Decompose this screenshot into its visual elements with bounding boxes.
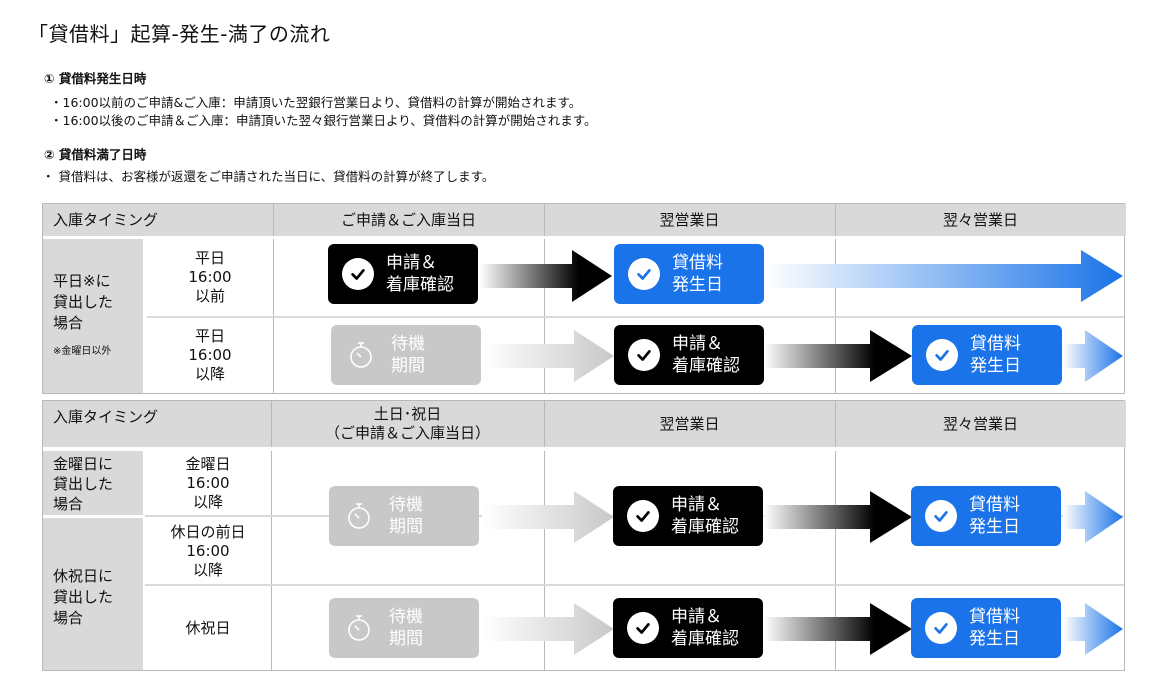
header2-timing: 入庫タイミング — [43, 401, 271, 447]
check-icon — [628, 258, 660, 290]
weekday-group-label: 平日※に 貸出した 場合 — [53, 272, 114, 332]
arrow-to-next-day — [480, 250, 612, 302]
header2-day1: 翌営業日 — [544, 401, 835, 447]
wait-period-box: 待機 期間 — [329, 486, 479, 546]
holiday-group-cell: 休祝日に 貸出した 場合 — [43, 518, 143, 670]
arrow-fee-continue — [1063, 330, 1123, 382]
check-icon — [925, 612, 957, 644]
friday-group-cell: 金曜日に 貸出した 場合 — [43, 451, 143, 515]
header-day2: 翌々営業日 — [835, 204, 1126, 236]
page-title: 「貸借料」起算-発生-満了の流れ — [28, 22, 331, 46]
row-weekday-after-1600: 平日 16:00 以降 — [188, 327, 232, 383]
apply-confirm-box: 申請＆ 着庫確認 — [614, 325, 764, 385]
row-friday-after-1600: 金曜日 16:00 以降 — [185, 454, 231, 511]
check-icon — [627, 612, 659, 644]
arrow-wait-to-apply — [482, 330, 614, 382]
weekday-table: 入庫タイミング ご申請＆ご入庫当日 翌営業日 翌々営業日 平日※に 貸出した 場… — [42, 203, 1126, 394]
section2-heading: ② 貸借料満了日時 — [44, 147, 147, 162]
row-eve-after-1600: 休日の前日 16:00 以降 — [170, 522, 246, 579]
weekday-group-cell: 平日※に 貸出した 場合 ※金曜日以外 — [43, 239, 143, 393]
check-icon — [627, 500, 659, 532]
row-holiday: 休祝日 — [185, 618, 231, 637]
arrow-fee-accrual — [765, 250, 1123, 302]
arrow-wait-to-apply — [482, 603, 614, 655]
header2-day2: 翌々営業日 — [835, 401, 1126, 447]
header-timing: 入庫タイミング — [43, 204, 273, 236]
arrow-fee-continue — [1063, 491, 1123, 543]
fee-start-box: 貸借料 発生日 — [911, 598, 1061, 658]
header-day0: ご申請＆ご入庫当日 — [273, 204, 544, 236]
check-icon — [628, 339, 660, 371]
section1-line-1: ・16:00以前のご申請&ご入庫：申請頂いた翌銀行営業日より、貸借料の計算が開始… — [50, 95, 582, 110]
timer-icon — [348, 503, 370, 529]
fee-start-box: 貸借料 発生日 — [912, 325, 1062, 385]
check-icon — [925, 500, 957, 532]
arrow-apply-to-fee — [764, 491, 912, 543]
check-icon — [342, 258, 374, 290]
fee-start-box: 貸借料 発生日 — [911, 486, 1061, 546]
arrow-fee-continue — [1063, 603, 1123, 655]
timer-icon — [350, 342, 372, 368]
section1-line-2: ・16:00以後のご申請＆ご入庫：申請頂いた翌々銀行営業日より、貸借料の計算が開… — [50, 113, 597, 128]
fee-start-box: 貸借料 発生日 — [614, 244, 764, 304]
check-icon — [926, 339, 958, 371]
header2-day0: 土日･祝日 （ご申請＆ご入庫当日） — [271, 401, 544, 447]
timer-icon — [348, 615, 370, 641]
section2-line-1: ・ 貸借料は、お客様が返還をご申請された当日に、貸借料の計算が終了します。 — [42, 169, 495, 184]
friday-group-label: 金曜日に 貸出した 場合 — [53, 455, 114, 513]
wait-period-box: 待機 期間 — [329, 598, 479, 658]
arrow-apply-to-fee — [764, 330, 912, 382]
apply-confirm-box: 申請＆ 着庫確認 — [613, 598, 763, 658]
apply-confirm-box: 申請＆ 着庫確認 — [613, 486, 763, 546]
arrow-apply-to-fee — [764, 603, 912, 655]
apply-confirm-box: 申請＆ 着庫確認 — [328, 244, 478, 304]
header-day1: 翌営業日 — [544, 204, 835, 236]
holiday-group-label: 休祝日に 貸出した 場合 — [53, 567, 114, 627]
weekday-group-note: ※金曜日以外 — [53, 346, 112, 357]
arrow-wait-to-apply — [482, 491, 614, 543]
row-weekday-before-1600: 平日 16:00 以前 — [188, 249, 232, 305]
wait-period-box: 待機 期間 — [331, 325, 481, 385]
section1-heading: ① 貸借料発生日時 — [44, 71, 147, 86]
